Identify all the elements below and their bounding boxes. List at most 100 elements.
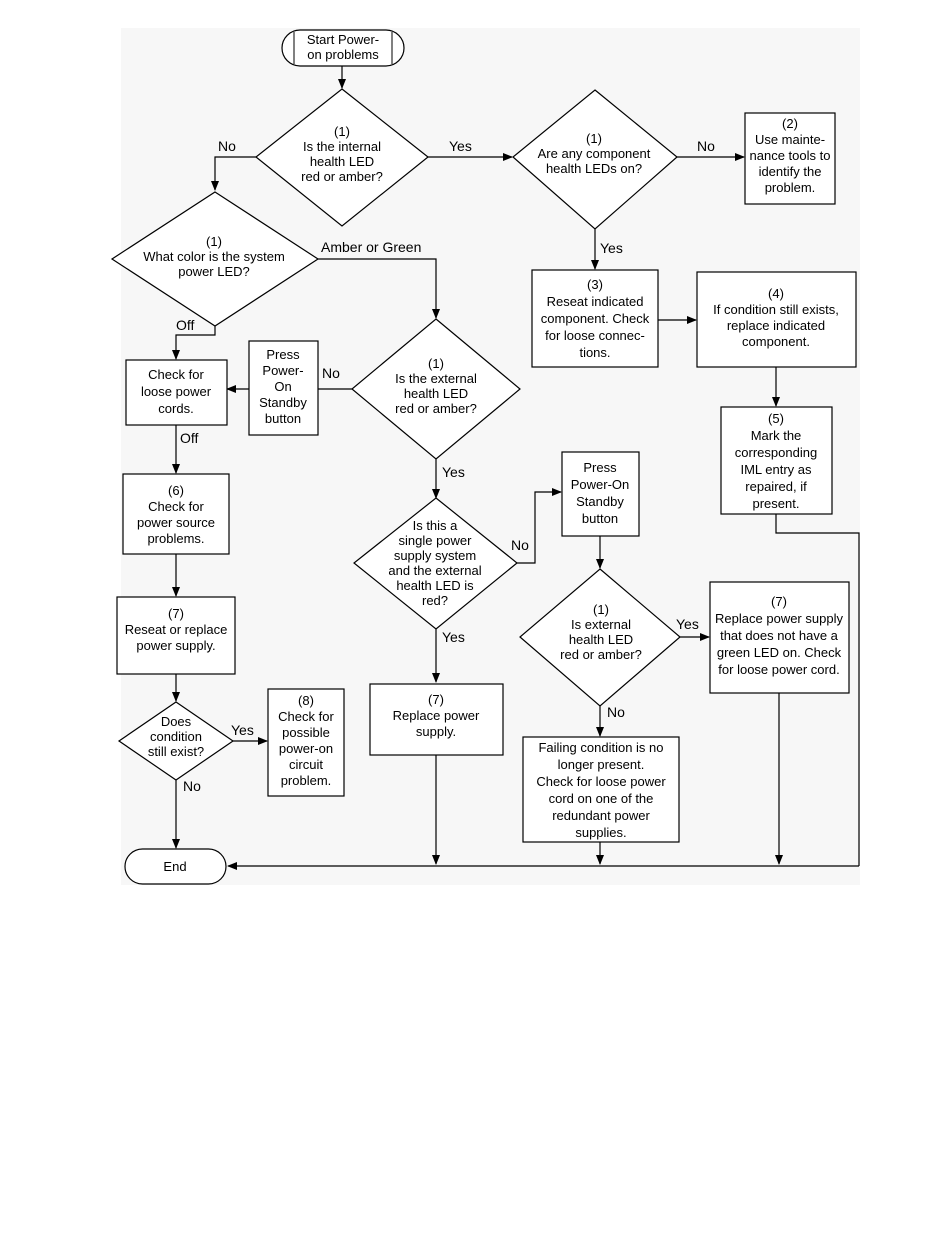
d-component-line: (1) <box>586 131 602 146</box>
d-external2-line: Is external <box>571 617 631 632</box>
d-syspower-line: What color is the system <box>143 249 285 264</box>
power-source-line: Check for <box>148 499 204 514</box>
maint-line: problem. <box>765 180 816 195</box>
reseat-comp-line: Reseat indicated <box>547 294 644 309</box>
system-power-led-decision <box>110 191 320 327</box>
d-internal-line: (1) <box>334 124 350 139</box>
d-external-line: (1) <box>428 356 444 371</box>
reseat-comp-line: (3) <box>587 277 603 292</box>
press2-line: Press <box>583 460 617 475</box>
d-exist-line: Does <box>161 714 192 729</box>
power-source-line: problems. <box>147 531 204 546</box>
replace-ps-line: supply. <box>416 724 456 739</box>
mark-iml-box <box>720 406 833 515</box>
d-external2-line: health LED <box>569 632 633 647</box>
label-internal-yes: Yes <box>449 138 472 154</box>
external-led-decision-2 <box>519 568 681 707</box>
power-on-circuit-box <box>267 688 345 797</box>
maint-line: nance tools to <box>750 148 831 163</box>
d-component-line: Are any component <box>538 146 651 161</box>
d-external2-line: (1) <box>593 602 609 617</box>
reseat-comp-line: for loose connec- <box>545 328 645 343</box>
replace-power-supply-box <box>369 683 504 756</box>
failing-line: redundant power <box>552 808 650 823</box>
start-line: on problems <box>307 47 379 62</box>
press1-line: Power- <box>262 363 303 378</box>
circuit-line: possible <box>282 725 330 740</box>
label-component-no: No <box>697 138 715 154</box>
label-external-yes: Yes <box>442 464 465 480</box>
reseat-component-box <box>531 269 659 368</box>
replace-comp-line: replace indicated <box>727 318 825 333</box>
start-label: Start Power-on problems <box>307 32 379 62</box>
power-source-box <box>122 473 230 555</box>
replace-ps-no-green-box <box>709 581 850 694</box>
label-single-no: No <box>511 537 529 553</box>
external-led-decision <box>351 318 521 460</box>
press1-line: On <box>274 379 291 394</box>
maint-line: Use mainte- <box>755 132 825 147</box>
press1-line: Press <box>266 347 300 362</box>
reseat-comp-line: component. Check <box>541 311 650 326</box>
reseat-ps-line: power supply. <box>136 638 215 653</box>
mark-iml-line: Mark the <box>751 428 802 443</box>
end-label: End <box>163 859 186 874</box>
condition-exists-decision <box>117 701 235 781</box>
reseat-comp-line: tions. <box>579 345 610 360</box>
maint-line: identify the <box>759 164 822 179</box>
single-power-supply-decision <box>353 497 518 630</box>
maintenance-tools-box <box>744 112 836 205</box>
replace-component-label: (4)If condition still exists,replace ind… <box>713 286 839 349</box>
replace-comp-line: (4) <box>768 286 784 301</box>
component-led-decision <box>512 89 678 230</box>
start-terminator <box>281 29 405 67</box>
press1-line: Standby <box>259 395 307 410</box>
circuit-line: Check for <box>278 709 334 724</box>
edge-mark-to-end <box>775 514 860 866</box>
end-line: End <box>163 859 186 874</box>
d-internal-line: red or amber? <box>301 169 383 184</box>
label-external2-no: No <box>607 704 625 720</box>
failing-line: Failing condition is no <box>538 740 663 755</box>
circuit-line: (8) <box>298 693 314 708</box>
d-external2-line: red or amber? <box>560 647 642 662</box>
d-syspower-line: (1) <box>206 234 222 249</box>
edge-labels: No Yes No Yes Amber or Green Off No Off … <box>176 138 715 794</box>
reseat-ps-line: (7) <box>168 606 184 621</box>
label-internal-no: No <box>218 138 236 154</box>
replace-ps-green-line: green LED on. Check <box>717 645 842 660</box>
mark-iml-line: (5) <box>768 411 784 426</box>
d-component-line: health LEDs on? <box>546 161 642 176</box>
mark-iml-line: IML entry as <box>740 462 812 477</box>
label-exist-no: No <box>183 778 201 794</box>
replace-comp-line: component. <box>742 334 810 349</box>
replace-ps-green-line: for loose power cord. <box>718 662 839 677</box>
press-standby-button-box-1 <box>248 340 319 436</box>
label-syspower-off: Off <box>176 317 195 333</box>
power-source-line: (6) <box>168 483 184 498</box>
label-cords-off: Off <box>180 430 199 446</box>
edge-syspower-amber-green <box>318 258 440 319</box>
label-external-no: No <box>322 365 340 381</box>
circuit-line: circuit <box>289 757 323 772</box>
failing-line: longer present. <box>558 757 645 772</box>
check-power-cords-box <box>125 359 228 426</box>
node-texts: Start Power-on problems (1)Is the intern… <box>125 32 844 874</box>
mark-iml-line: present. <box>753 496 800 511</box>
reseat-power-supply-box <box>116 596 236 675</box>
d-single-line: and the external <box>388 563 481 578</box>
failing-line: cord on one of the <box>549 791 654 806</box>
maint-line: (2) <box>782 116 798 131</box>
label-exist-yes: Yes <box>231 722 254 738</box>
check-cords-line: loose power <box>141 384 212 399</box>
label-component-yes: Yes <box>600 240 623 256</box>
